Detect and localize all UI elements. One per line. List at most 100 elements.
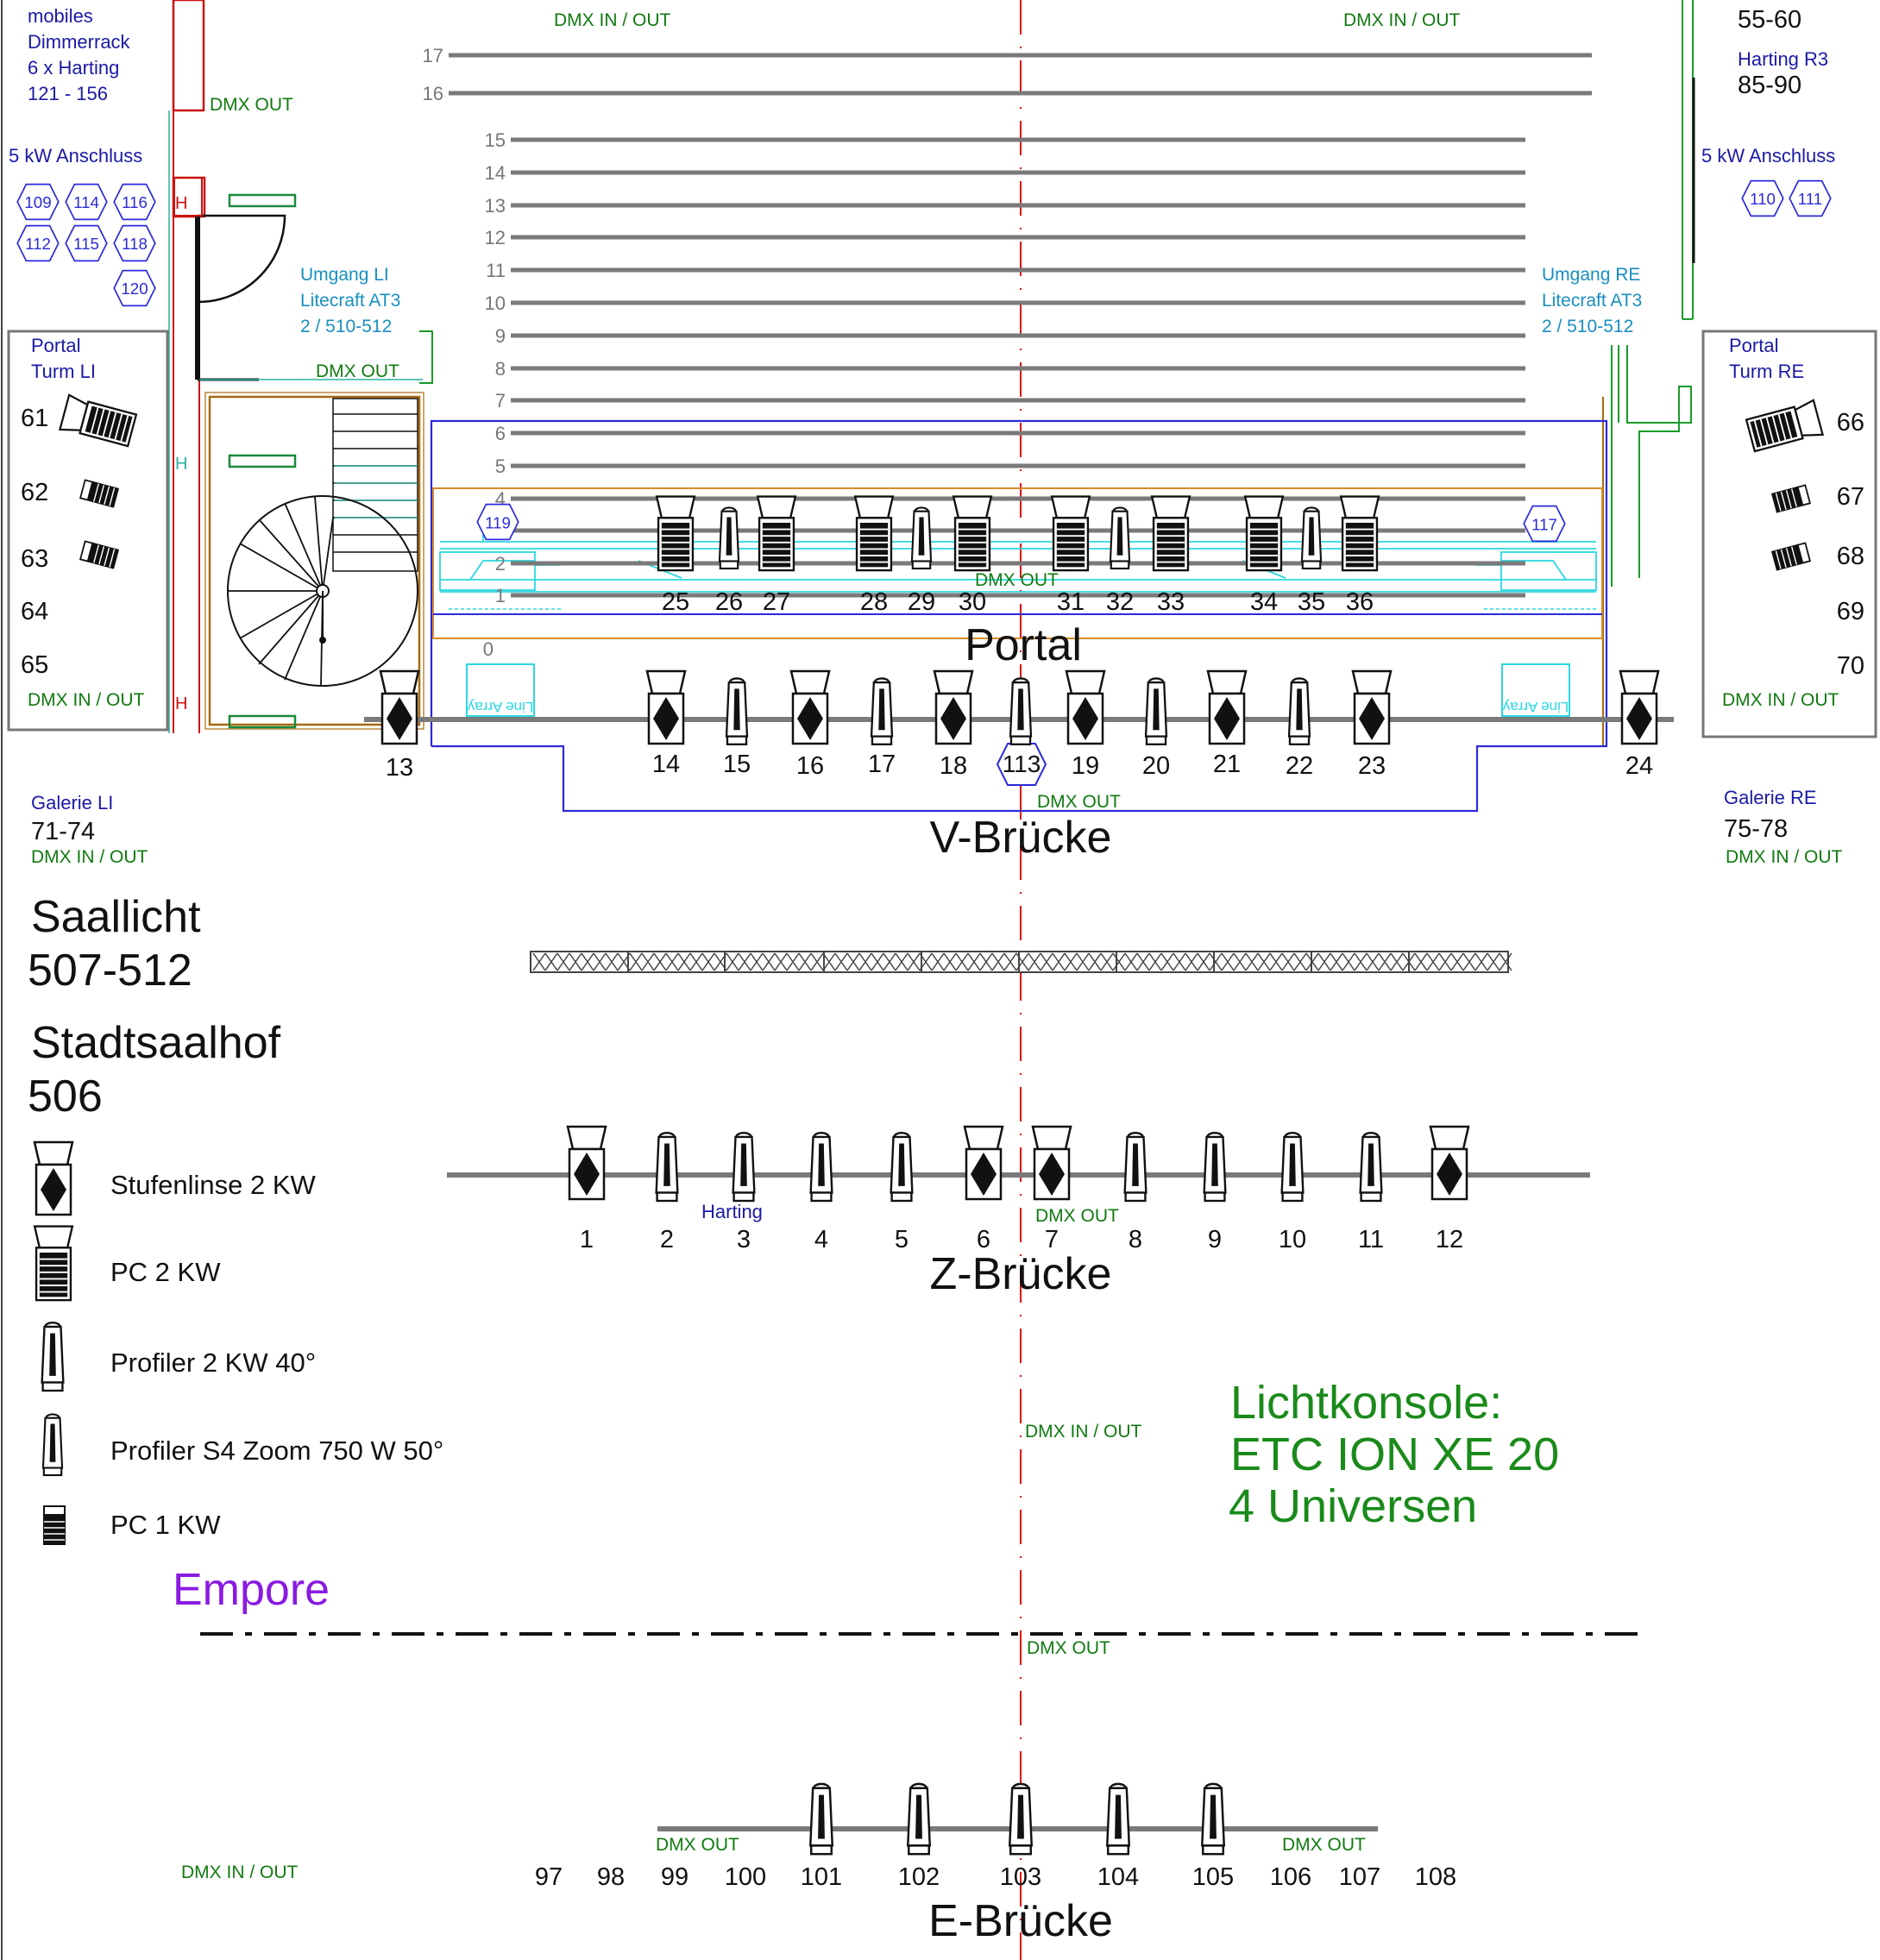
e-channel: 97 [535, 1863, 563, 1891]
anschluss-li-label: 5 kW Anschluss [9, 145, 142, 166]
pipe-number: 6 [495, 423, 506, 444]
mobiles-channels: 121 - 156 [28, 83, 108, 104]
portal-channel: 28 [860, 588, 888, 616]
h-mark: H [175, 194, 187, 213]
profiler-fixture [1009, 677, 1033, 745]
legend-label: Profiler 2 KW 40° [110, 1348, 316, 1378]
pc-2kw-fixture [1243, 495, 1285, 572]
hex-outlet: 109 [16, 183, 60, 221]
hex-outlet: 111 [1789, 179, 1832, 217]
hex-outlet: 115 [65, 224, 108, 262]
turm-li-channel: 62 [21, 479, 48, 506]
hex-number: 109 [24, 193, 51, 211]
pc-2kw-fixture [1339, 495, 1380, 572]
z-channel: 9 [1208, 1226, 1222, 1253]
profiler-fixture [1123, 1131, 1147, 1203]
e-channel: 106 [1270, 1863, 1311, 1891]
hex-number: 116 [122, 193, 148, 211]
hex-number: 114 [73, 193, 99, 211]
dmx-label: DMX OUT [1035, 1206, 1119, 1226]
dmx-label: DMX IN / OUT [1343, 10, 1461, 30]
portal-channel: 35 [1298, 588, 1325, 616]
hex-outlet: 120 [113, 269, 156, 307]
dmx-label: DMX OUT [975, 570, 1059, 590]
dmx-label: DMX IN / OUT [181, 1863, 299, 1882]
profiler-fixture [1280, 1131, 1305, 1203]
portal-channel: 31 [1057, 588, 1085, 616]
stufenlinse-fixture [933, 669, 974, 745]
hex-outlet: 119 [476, 503, 519, 541]
profiler-fixture [809, 1782, 833, 1856]
stufenlinse-fixture [1065, 669, 1106, 745]
pc-2kw-fixture [952, 495, 993, 572]
z-channel: 12 [1436, 1226, 1463, 1253]
portal-title: Portal [965, 620, 1082, 670]
portal-li-title: Portal [31, 335, 80, 356]
profiler-fixture [655, 1131, 679, 1203]
portal-turm-li [7, 330, 169, 732]
pipe-number: 14 [485, 162, 506, 184]
hex-outlet: 117 [1523, 505, 1566, 543]
galerie-re-title: Galerie RE [1724, 787, 1817, 808]
portal-turm-re [1701, 330, 1877, 738]
line-array-label-re: Line Array [1502, 699, 1569, 715]
pipe-number: 10 [485, 292, 506, 314]
v-channel: 15 [723, 751, 751, 778]
turm-re-channel: 69 [1837, 598, 1864, 625]
v-channel: 13 [386, 754, 413, 782]
profiler-fixture [732, 1131, 756, 1203]
v-bruecke-outline [430, 419, 1608, 813]
profiler-fixture [1201, 1782, 1225, 1856]
pc-1kw-fixture [79, 479, 119, 508]
e-bruecke-title: E-Brücke [928, 1896, 1113, 1946]
z-channel: 3 [737, 1226, 751, 1253]
dmx-label: DMX OUT [1027, 1638, 1110, 1658]
e-channel: 98 [597, 1863, 625, 1891]
turm-re-channel: 67 [1837, 483, 1864, 511]
portal-channel: 30 [959, 588, 986, 616]
e-channel: 108 [1415, 1863, 1456, 1891]
harting-r3-channels: 85-90 [1738, 72, 1801, 99]
profiler-fixture [1106, 1782, 1130, 1856]
dmx-label: DMX IN / OUT [31, 847, 148, 867]
profiler-icon [41, 1321, 65, 1392]
pipe-number: 9 [495, 325, 506, 347]
z-channel: 2 [660, 1226, 674, 1253]
hex-number: 113 [1003, 751, 1041, 777]
z-channel: 1 [580, 1226, 594, 1253]
legend-label: PC 2 KW [110, 1257, 221, 1287]
portal-channel: 29 [908, 588, 935, 616]
portal-outline [432, 487, 1603, 639]
z-channel: 6 [977, 1226, 990, 1253]
stadtsaalhof-title: Stadtsaalhof [31, 1018, 281, 1068]
umgang-re-title: Umgang RE [1542, 265, 1640, 285]
e-channel: 107 [1339, 1863, 1380, 1891]
dimmer-rack [172, 0, 205, 112]
stufenlinse-fixture [1429, 1125, 1470, 1201]
pc-2kw-fixture [1150, 495, 1192, 572]
v-channel: 17 [868, 751, 896, 778]
pipe-number: 11 [486, 260, 506, 281]
e-channel: 99 [661, 1863, 688, 1891]
truss-0 [530, 951, 1512, 973]
hex-outlet: 118 [113, 224, 156, 262]
profiler-fixture [809, 1131, 833, 1203]
dmx-label: DMX IN / OUT [1025, 1422, 1142, 1442]
dmx-label: DMX IN / OUT [28, 690, 145, 710]
hex-number: 117 [1531, 516, 1557, 534]
e-channel: 105 [1192, 1863, 1234, 1891]
v-bruecke-title: V-Brücke [930, 813, 1112, 863]
pipe-number: 16 [423, 83, 443, 104]
pc-2kw-fixture [59, 393, 138, 449]
profiler-fixture [1359, 1131, 1383, 1203]
dmx-label: DMX OUT [1037, 792, 1121, 812]
stufenlinse-fixture [789, 669, 831, 745]
v-channel: 19 [1072, 752, 1099, 780]
harting-r3-label: Harting R3 [1738, 48, 1828, 70]
profiler-fixture [910, 506, 933, 570]
pc-1kw-fixture [79, 540, 119, 569]
legend-label: PC 1 KW [110, 1510, 221, 1540]
dmx-label: DMX OUT [1282, 1835, 1366, 1855]
portal-channel: 36 [1346, 588, 1374, 616]
z-channel: 11 [1358, 1226, 1384, 1253]
